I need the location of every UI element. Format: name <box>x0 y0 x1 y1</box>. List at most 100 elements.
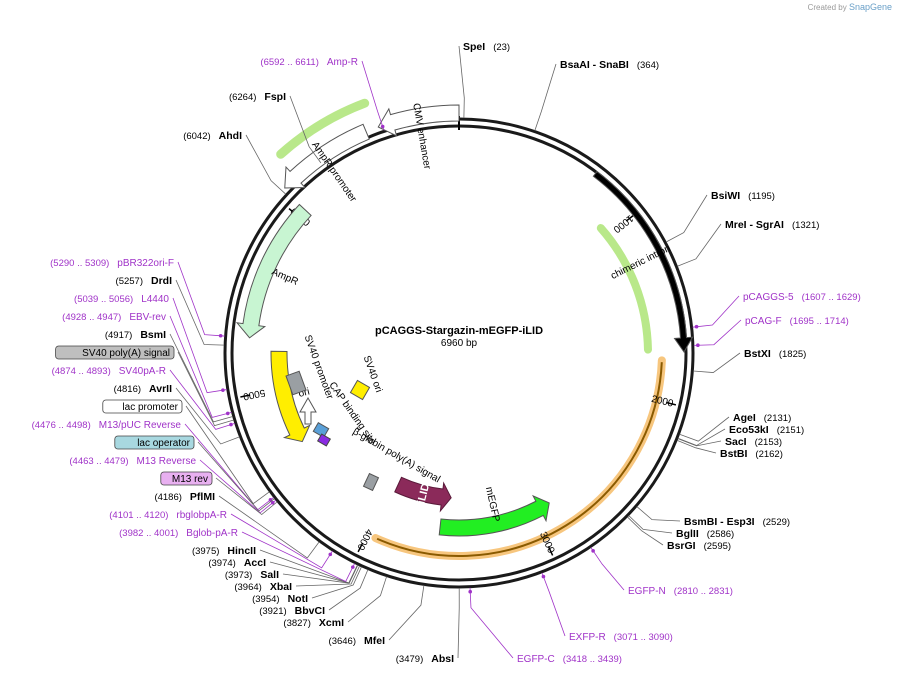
svg-text:(3921)BbvCI: (3921)BbvCI <box>259 605 325 617</box>
enzyme-hincii[interactable]: (3975)HincII <box>192 545 256 557</box>
leader-line <box>269 561 358 584</box>
enzyme-noti[interactable]: (3954)NotI <box>252 593 308 605</box>
leader-line <box>169 315 232 418</box>
tick-mark <box>357 542 364 553</box>
enzyme-name: AvrII <box>149 383 172 395</box>
enzyme-name: HincII <box>227 545 256 557</box>
feature-ampr-promoter[interactable] <box>284 123 370 189</box>
enzyme-position: (3921) <box>259 606 286 617</box>
enzyme-eco53ki[interactable]: Eco53kI(2151) <box>729 424 804 436</box>
primer-pcaggs-5[interactable]: pCAGGS-5(1607 .. 1629) <box>743 292 861 303</box>
svg-text:(4186)PflMI: (4186)PflMI <box>154 491 215 503</box>
callout-sv40-poly-a-signal[interactable]: SV40 poly(A) signal <box>55 345 175 360</box>
enzyme-spei[interactable]: SpeI(23) <box>463 41 510 53</box>
tick-label: 4000 <box>354 527 374 552</box>
svg-text:(5290 .. 5309)pBR322ori-F: (5290 .. 5309)pBR322ori-F <box>50 258 174 269</box>
primer-sv40pa-r[interactable]: (4874 .. 4893)SV40pA-R <box>52 366 166 377</box>
enzyme-position: (2586) <box>707 529 734 540</box>
primer-name: M13/pUC Reverse <box>99 420 182 431</box>
svg-text:MreI - SgrAI(1321): MreI - SgrAI(1321) <box>725 219 819 231</box>
enzyme-position: (3646) <box>329 636 356 647</box>
enzyme-bsmi[interactable]: (4917)BsmI <box>105 329 166 341</box>
primer-mark <box>351 565 355 569</box>
feature-ilid[interactable] <box>394 476 452 513</box>
enzyme-bglii[interactable]: BglII(2586) <box>676 528 734 540</box>
primer-amp-r[interactable]: (6592 .. 6611)Amp-R <box>260 57 358 68</box>
primer-name: pBR322ori-F <box>117 258 174 269</box>
primer-l4440[interactable]: (5039 .. 5056)L4440 <box>74 294 169 305</box>
svg-text:BstXI(1825): BstXI(1825) <box>744 348 806 360</box>
feature-megfp[interactable] <box>438 494 550 537</box>
svg-text:EXFP-R(3071 .. 3090): EXFP-R(3071 .. 3090) <box>569 632 673 643</box>
enzyme-bsaai-snabi[interactable]: BsaAI - SnaBI(364) <box>560 59 659 71</box>
enzyme-saci[interactable]: SacI(2153) <box>725 436 782 448</box>
primer-position: (3982 .. 4001) <box>119 528 178 539</box>
primer-name: pCAGGS-5 <box>743 292 794 303</box>
leader-line <box>679 416 730 442</box>
primer-m13-puc-reverse[interactable]: (4476 .. 4498)M13/pUC Reverse <box>32 420 182 431</box>
enzyme-drdi[interactable]: (5257)DrdI <box>116 275 173 287</box>
leader-line <box>218 495 320 559</box>
svg-text:BsiWI(1195): BsiWI(1195) <box>711 190 775 202</box>
enzyme-xbai[interactable]: (3964)XbaI <box>234 581 292 593</box>
enzyme-position: (3954) <box>252 594 279 605</box>
feature-chimeric-intron[interactable] <box>592 170 694 353</box>
callout-box <box>55 345 175 360</box>
inner-feature-sv40-promoter[interactable] <box>285 370 307 396</box>
enzyme-bsmbi-esp3i[interactable]: BsmBI - Esp3I(2529) <box>684 516 790 528</box>
primer-exfp-r[interactable]: EXFP-R(3071 .. 3090) <box>569 632 673 643</box>
inner-feature-globin-poly-a-signal[interactable] <box>362 472 380 492</box>
enzyme-bbvci[interactable]: (3921)BbvCI <box>259 605 325 617</box>
primer-bglob-pa-r[interactable]: (3982 .. 4001)Bglob-pA-R <box>119 528 238 539</box>
leader-line <box>197 441 275 512</box>
svg-text:Eco53kI(2151): Eco53kI(2151) <box>729 424 804 436</box>
svg-text:(4816)AvrII: (4816)AvrII <box>114 383 173 395</box>
enzyme-bstxi[interactable]: BstXI(1825) <box>744 348 806 360</box>
enzyme-agei[interactable]: AgeI(2131) <box>733 412 791 424</box>
primer-rbglobpa-r[interactable]: (4101 .. 4120)rbglobpA-R <box>109 510 227 521</box>
primer-mark <box>270 500 275 505</box>
enzyme-xcmi[interactable]: (3827)XcmI <box>283 617 344 629</box>
primer-position: (4928 .. 4947) <box>62 312 121 323</box>
enzyme-pflmi[interactable]: (4186)PflMI <box>154 491 215 503</box>
primer-egfp-c[interactable]: EGFP-C(3418 .. 3439) <box>517 654 622 665</box>
feature-ori[interactable] <box>270 350 311 443</box>
svg-text:(3646)MfeI: (3646) MfeI <box>329 635 386 647</box>
callout-lac-operator[interactable]: lac operator <box>114 435 195 450</box>
feature-ampr[interactable] <box>235 203 312 339</box>
primer-pbr322ori-f[interactable]: (5290 .. 5309)pBR322ori-F <box>50 258 174 269</box>
enzyme-position: (364) <box>637 60 659 71</box>
enzyme-position: (3827) <box>283 618 310 629</box>
enzyme-avrii[interactable]: (4816)AvrII <box>114 383 173 395</box>
primer-egfp-n[interactable]: EGFP-N(2810 .. 2831) <box>628 586 733 597</box>
primer-mark <box>591 549 595 553</box>
primer-ebv-rev[interactable]: (4928 .. 4947)EBV-rev <box>62 312 166 323</box>
inner-feature-cap-binding-site[interactable] <box>312 421 330 439</box>
enzyme-mrei-sgrai[interactable]: MreI - SgrAI(1321) <box>725 219 819 231</box>
callout-lac-promoter[interactable]: lac promoter <box>102 399 183 414</box>
feature-cmv-enhancer[interactable] <box>377 104 460 137</box>
map-center: pCAGGS-Stargazin-mEGFP-iLID 6960 bp <box>375 325 543 349</box>
enzyme-bsrgi[interactable]: BsrGI(2595) <box>667 540 731 552</box>
enzyme-sali[interactable]: (3973)SalI <box>225 569 279 581</box>
primer-name: EXFP-R <box>569 632 606 643</box>
inner-feature-sv40-ori[interactable] <box>349 379 371 401</box>
callout-label: SV40 poly(A) signal <box>82 348 170 359</box>
primer-name: L4440 <box>141 294 169 305</box>
primer-mark <box>225 411 230 416</box>
primer-m13-reverse[interactable]: (4463 .. 4479)M13 Reverse <box>69 456 196 467</box>
leader-line <box>677 223 722 267</box>
callout-m13-rev[interactable]: M13 rev <box>160 471 213 486</box>
enzyme-mfei[interactable]: (3646) MfeI <box>329 635 386 647</box>
enzyme-absi[interactable]: (3479)AbsI <box>396 653 454 665</box>
enzyme-ahdi[interactable]: (6042)AhdI <box>183 130 242 142</box>
enzyme-fspi[interactable]: (6264)FspI <box>229 91 286 103</box>
primer-pcag-f[interactable]: pCAG-F(1695 .. 1714) <box>745 316 849 327</box>
enzyme-acci[interactable]: (3974)AccI <box>208 557 266 569</box>
enzyme-name: MfeI <box>364 635 385 647</box>
lac-marker <box>316 433 332 447</box>
enzyme-bstbi[interactable]: BstBI(2162) <box>720 448 783 460</box>
enzyme-bsiwi[interactable]: BsiWI(1195) <box>711 190 775 202</box>
leader-line <box>289 95 322 164</box>
enzyme-name: FspI <box>264 91 286 103</box>
